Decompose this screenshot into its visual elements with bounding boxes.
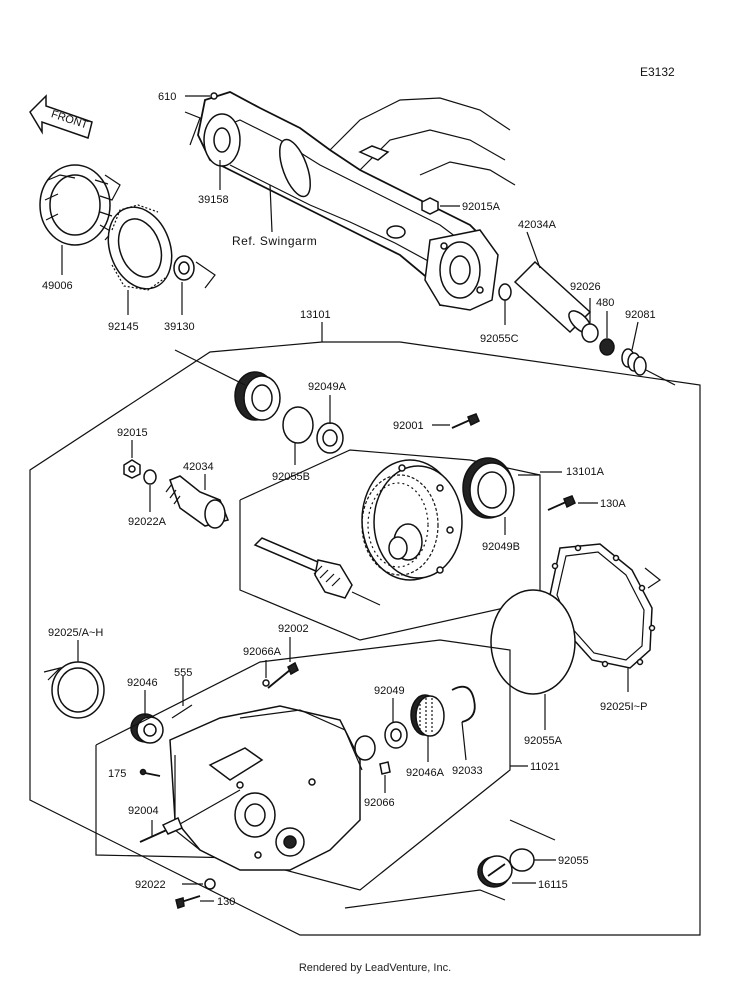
part-92002-graphic <box>267 661 299 689</box>
label-13101A[interactable]: 13101A <box>566 466 605 478</box>
case-11021-graphic <box>169 705 363 871</box>
label-92001[interactable]: 92001 <box>393 420 424 432</box>
part-92055-graphic <box>509 848 535 872</box>
label-39130[interactable]: 39130 <box>164 321 195 333</box>
case-11021-outline <box>95 639 511 891</box>
diagram-code: E3132 <box>640 65 675 79</box>
part-92145-graphic <box>107 204 173 291</box>
label-39158[interactable]: 39158 <box>198 194 229 206</box>
label-92033[interactable]: 92033 <box>452 765 483 777</box>
label-130A[interactable]: 130A <box>600 498 626 510</box>
swingarm-ref-label: Ref. Swingarm <box>232 234 317 248</box>
label-92046[interactable]: 92046 <box>127 677 158 689</box>
part-92081-graphic <box>621 348 676 386</box>
part-92046-graphic <box>130 713 164 744</box>
part-92066-graphic <box>379 761 391 775</box>
label-92026[interactable]: 92026 <box>570 281 601 293</box>
swingarm-illustration <box>184 91 516 311</box>
label-92055C[interactable]: 92055C <box>480 333 519 345</box>
label-92022A[interactable]: 92022A <box>128 516 167 528</box>
label-92002[interactable]: 92002 <box>278 623 309 635</box>
footer-credit: Rendered by LeadVenture, Inc. <box>298 962 452 974</box>
part-92001-graphic <box>451 413 480 429</box>
part-92049A-graphic <box>316 422 344 454</box>
label-92055[interactable]: 92055 <box>558 855 589 867</box>
label-92025AH[interactable]: 92025/A~H <box>48 627 103 639</box>
label-92025IP[interactable]: 92025I~P <box>600 701 647 713</box>
part-42034A-graphic <box>513 260 592 334</box>
part-130A-graphic <box>547 495 576 511</box>
label-92015A[interactable]: 92015A <box>462 201 501 213</box>
label-130[interactable]: 130 <box>217 896 235 908</box>
label-555[interactable]: 555 <box>174 667 192 679</box>
label-13101[interactable]: 13101 <box>300 309 331 321</box>
label-92049A[interactable]: 92049A <box>308 381 347 393</box>
label-92022[interactable]: 92022 <box>135 879 166 891</box>
label-92004[interactable]: 92004 <box>128 805 159 817</box>
ring-gear-graphic <box>361 459 463 581</box>
label-92066A[interactable]: 92066A <box>243 646 282 658</box>
oil-seal-graphic <box>174 349 281 421</box>
part-130-graphic <box>175 895 201 909</box>
label-175[interactable]: 175 <box>108 768 126 780</box>
label-92081[interactable]: 92081 <box>625 309 656 321</box>
label-92066[interactable]: 92066 <box>364 797 395 809</box>
label-92049[interactable]: 92049 <box>374 685 405 697</box>
part-92046A-graphic <box>410 694 445 737</box>
part-49006-graphic <box>39 164 121 246</box>
part-480-graphic <box>599 338 615 356</box>
part-92055B-graphic <box>282 406 314 444</box>
part-92049B-graphic <box>462 457 515 519</box>
assembly-13101-outline <box>29 341 701 936</box>
part-92004-graphic <box>139 789 241 843</box>
part-610-graphic <box>210 92 218 100</box>
part-16115-graphic <box>477 855 513 888</box>
part-92055C-graphic <box>498 283 512 301</box>
part-39130-graphic <box>173 255 216 289</box>
label-42034[interactable]: 42034 <box>183 461 214 473</box>
part-92015A-graphic <box>421 197 439 215</box>
part-92022A-graphic <box>143 469 157 485</box>
part-175-graphic <box>139 768 161 777</box>
label-92015[interactable]: 92015 <box>117 427 148 439</box>
front-arrow-icon: FRONT <box>29 94 93 139</box>
label-11021[interactable]: 11021 <box>530 761 560 773</box>
assembly-13101A-outline <box>239 449 541 641</box>
part-92066A-graphic <box>262 679 270 687</box>
label-42034A[interactable]: 42034A <box>518 219 557 231</box>
case-bearing-graphic <box>354 735 376 761</box>
part-92033-graphic <box>451 685 476 723</box>
label-49006[interactable]: 49006 <box>42 280 73 292</box>
label-92046A[interactable]: 92046A <box>406 767 445 779</box>
label-480[interactable]: 480 <box>596 297 614 309</box>
label-92145[interactable]: 92145 <box>108 321 139 333</box>
part-92026-graphic <box>581 323 599 343</box>
part-92022-graphic <box>204 878 216 890</box>
part-92055A-graphic <box>490 589 576 695</box>
part-42034-graphic <box>165 475 230 529</box>
label-92049B[interactable]: 92049B <box>482 541 520 553</box>
pinion-shaft-graphic <box>253 537 381 606</box>
label-16115[interactable]: 16115 <box>538 879 568 891</box>
part-92049-graphic <box>384 721 408 749</box>
label-610[interactable]: 610 <box>158 91 176 103</box>
label-92055A[interactable]: 92055A <box>524 735 563 747</box>
